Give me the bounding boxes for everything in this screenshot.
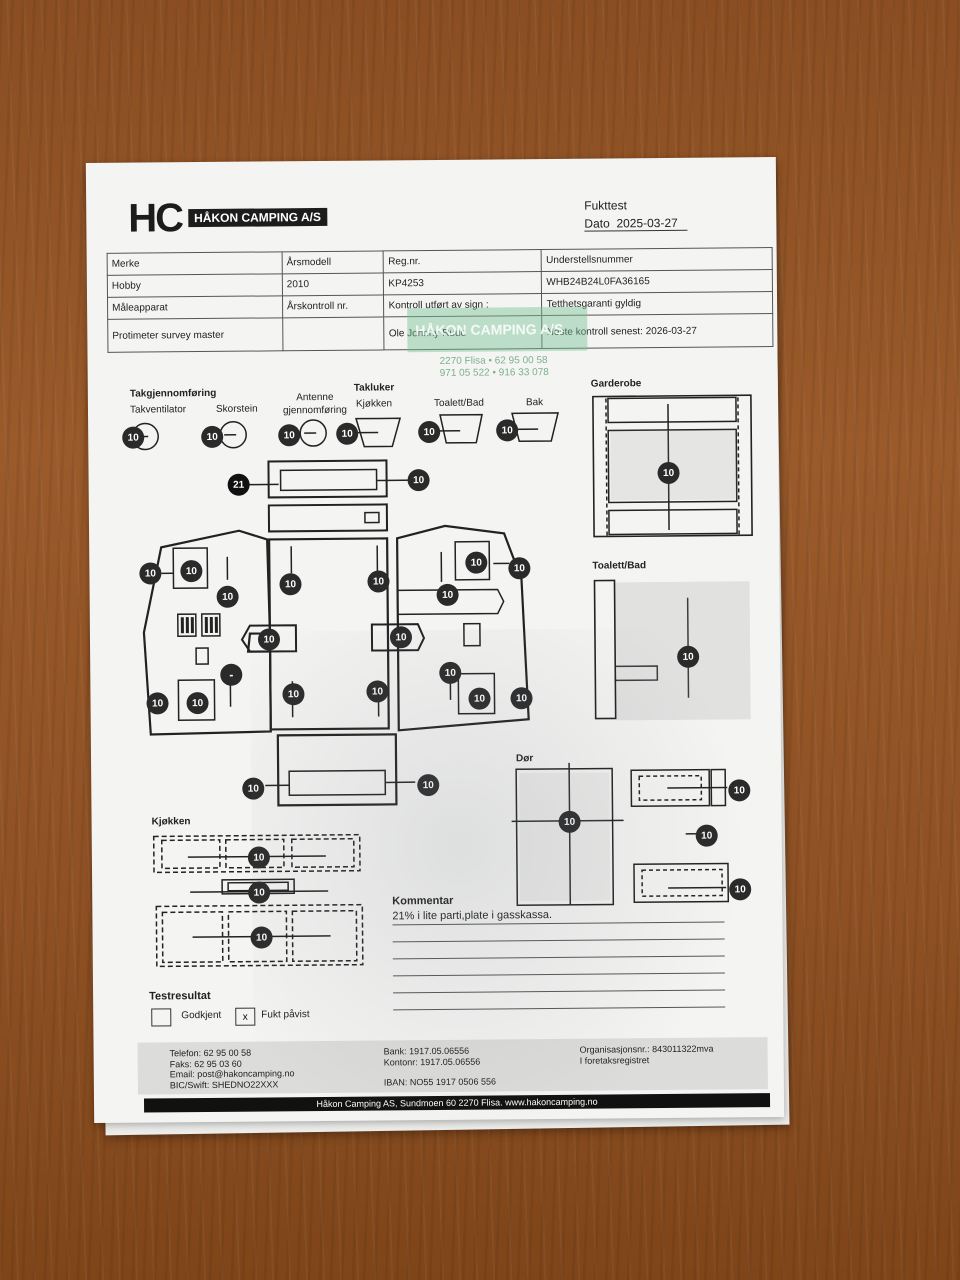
reading-left-floor: 10 [216, 585, 239, 608]
reading-right-bottom: 10 [468, 687, 491, 710]
approved-label: Godkjent [181, 1009, 222, 1022]
footer-register: I foretaksregistret [579, 1054, 650, 1066]
reading-side-box-1: 10 [728, 779, 751, 802]
comment-title: Kommentar [392, 894, 454, 908]
comment-text: 21% i lite parti,plate i gasskassa. [392, 908, 553, 923]
reading-skorstein: 10 [201, 425, 224, 449]
reading-garderobe: 10 [657, 461, 680, 485]
reading-door: 10 [558, 810, 581, 833]
reading-front-high: 21 [227, 473, 250, 496]
footer-org: Organisasjonsnr.: 843011322mva I foretak… [580, 1044, 714, 1066]
reading-rear-left: 10 [242, 777, 265, 800]
floor-plan-diagram [131, 394, 753, 968]
footer-iban: IBAN: NO55 1917 0506 556 [383, 1076, 496, 1088]
inspection-form: HC HÅKON CAMPING A/S Fukttest Dato 2025-… [85, 157, 785, 1123]
approved-checkbox[interactable] [151, 1008, 172, 1027]
reading-rear-right: 10 [417, 773, 440, 797]
reading-wheel-right: 10 [389, 626, 413, 649]
reading-side-box-2: 10 [695, 824, 718, 847]
footer-kontonr: Kontonr: 1917.05.06556 [383, 1056, 481, 1067]
reading-mid-right-bottom: 10 [366, 680, 389, 703]
reading-side-box-3: 10 [729, 878, 752, 901]
footer-contact: Telefon: 62 95 00 58 Faks: 62 95 03 60 E… [170, 1047, 295, 1090]
reading-left-bottom: 10 [186, 691, 209, 715]
footer-bank: Bank: 1917.05.06556 Kontonr: 1917.05.065… [383, 1045, 496, 1088]
footer-orgnr: Organisasjonsnr.: 843011322mva [579, 1043, 714, 1055]
reading-right-bottom-wall: 10 [510, 687, 533, 710]
reading-right-top: 10 [465, 551, 488, 574]
footer-bic: BIC/Swift: SHEDNO22XXX [169, 1078, 279, 1090]
moisture-label: Fukt påvist [261, 1009, 310, 1021]
reading-left-bottom-wall: 10 [146, 692, 169, 715]
reading-mid-left-top: 10 [279, 573, 302, 596]
reading-antenne: 10 [278, 424, 301, 447]
reading-left-dash: - [220, 663, 243, 686]
reading-toalett-bad: 10 [677, 645, 700, 668]
reading-wheel-left: 10 [257, 628, 281, 651]
footer: Telefon: 62 95 00 58 Faks: 62 95 03 60 E… [137, 1037, 768, 1095]
reading-front: 10 [407, 469, 430, 492]
reading-kjokken-bottom: 10 [250, 926, 273, 949]
footer-email: Email: post@hakoncamping.no [169, 1068, 295, 1080]
reading-takluke-kjokken: 10 [336, 422, 359, 445]
reading-left-top: 10 [180, 560, 203, 583]
reading-left-wall: 10 [139, 562, 162, 585]
reading-right-floor: 10 [436, 583, 459, 606]
moisture-checkbox[interactable]: x [235, 1007, 256, 1026]
reading-kjokken-top: 10 [247, 846, 270, 869]
reading-takventilator: 10 [122, 426, 145, 449]
result-title: Testresultat [149, 989, 211, 1003]
reading-right-wall: 10 [508, 557, 531, 580]
reading-kjokken-middle: 10 [248, 881, 271, 904]
reading-takluke-bak: 10 [496, 419, 519, 442]
reading-mid-right-top: 10 [367, 570, 390, 593]
reading-takluke-toalett: 10 [418, 420, 441, 444]
reading-right-lower: 10 [439, 661, 462, 684]
reading-mid-left-bottom: 10 [282, 683, 305, 706]
